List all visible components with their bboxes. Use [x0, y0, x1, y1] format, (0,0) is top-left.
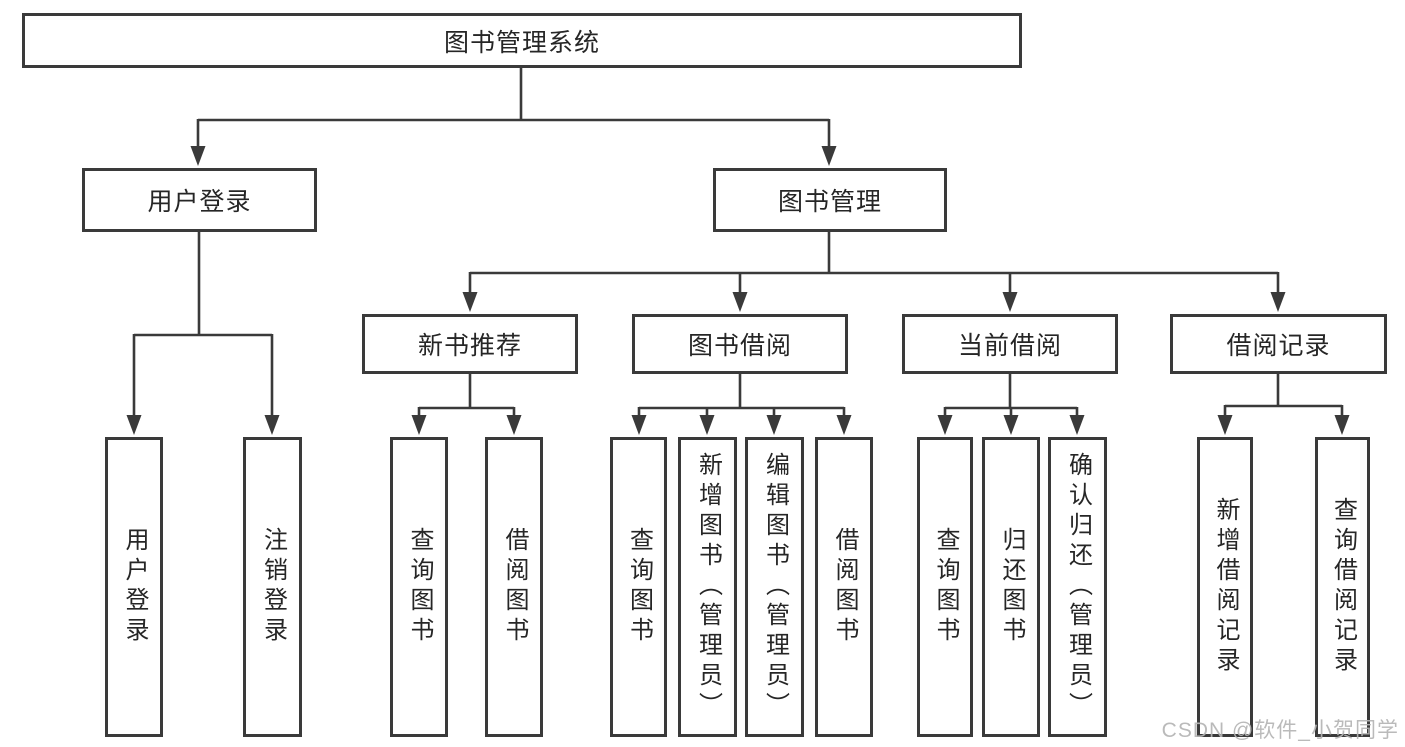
node-book-borrowing-label: 图书借阅 — [687, 332, 792, 360]
node-leaf-borrow-books: 借阅图书 — [815, 437, 873, 737]
node-leaf-rec-borrow-books-label: 借阅图书 — [501, 527, 528, 647]
node-new-book-recommend: 新书推荐 — [362, 314, 578, 374]
node-leaf-edit-books-admin: 编辑图书（管理员） — [745, 437, 804, 737]
node-leaf-add-borrow-record: 新增借阅记录 — [1197, 437, 1253, 737]
node-root-label: 图书管理系统 — [443, 28, 600, 57]
node-leaf-current-query-books-label: 查询图书 — [932, 527, 959, 647]
node-leaf-rec-query-books: 查询图书 — [390, 437, 448, 737]
node-leaf-query-borrow-record-label: 查询借阅记录 — [1329, 497, 1357, 677]
node-current-borrowing: 当前借阅 — [902, 314, 1118, 374]
node-root: 图书管理系统 — [22, 13, 1022, 68]
node-leaf-confirm-return-admin: 确认归还（管理员） — [1048, 437, 1107, 737]
node-leaf-add-books-admin-label: 新增图书（管理员） — [694, 452, 722, 722]
node-book-borrowing: 图书借阅 — [632, 314, 848, 374]
node-leaf-rec-borrow-books: 借阅图书 — [485, 437, 543, 737]
node-book-management-label: 图书管理 — [777, 188, 882, 216]
node-leaf-borrow-query-books-label: 查询图书 — [625, 527, 653, 647]
node-borrowing-records: 借阅记录 — [1170, 314, 1387, 374]
node-leaf-borrow-books-label: 借阅图书 — [831, 527, 858, 647]
node-user-login-branch: 用户登录 — [82, 168, 317, 232]
node-leaf-user-login: 用户登录 — [105, 437, 163, 737]
node-leaf-confirm-return-admin-label: 确认归还（管理员） — [1064, 452, 1092, 722]
node-leaf-return-books-label: 归还图书 — [998, 527, 1025, 647]
node-leaf-current-query-books: 查询图书 — [917, 437, 973, 737]
node-leaf-add-books-admin: 新增图书（管理员） — [678, 437, 737, 737]
node-leaf-rec-query-books-label: 查询图书 — [406, 527, 433, 647]
node-leaf-logout: 注销登录 — [243, 437, 302, 737]
node-borrowing-records-label: 借阅记录 — [1226, 332, 1331, 360]
node-book-management: 图书管理 — [713, 168, 947, 232]
node-leaf-query-borrow-record: 查询借阅记录 — [1315, 437, 1370, 737]
node-leaf-user-login-label: 用户登录 — [121, 527, 148, 647]
node-leaf-return-books: 归还图书 — [982, 437, 1040, 737]
node-new-book-recommend-label: 新书推荐 — [417, 332, 522, 360]
node-leaf-edit-books-admin-label: 编辑图书（管理员） — [761, 452, 789, 722]
node-leaf-borrow-query-books: 查询图书 — [610, 437, 667, 737]
node-current-borrowing-label: 当前借阅 — [957, 332, 1062, 360]
node-leaf-logout-label: 注销登录 — [259, 527, 287, 647]
node-user-login-branch-label: 用户登录 — [147, 188, 252, 216]
node-leaf-add-borrow-record-label: 新增借阅记录 — [1212, 497, 1239, 677]
csdn-watermark: CSDN @软件_小贺同学 — [1161, 719, 1399, 742]
